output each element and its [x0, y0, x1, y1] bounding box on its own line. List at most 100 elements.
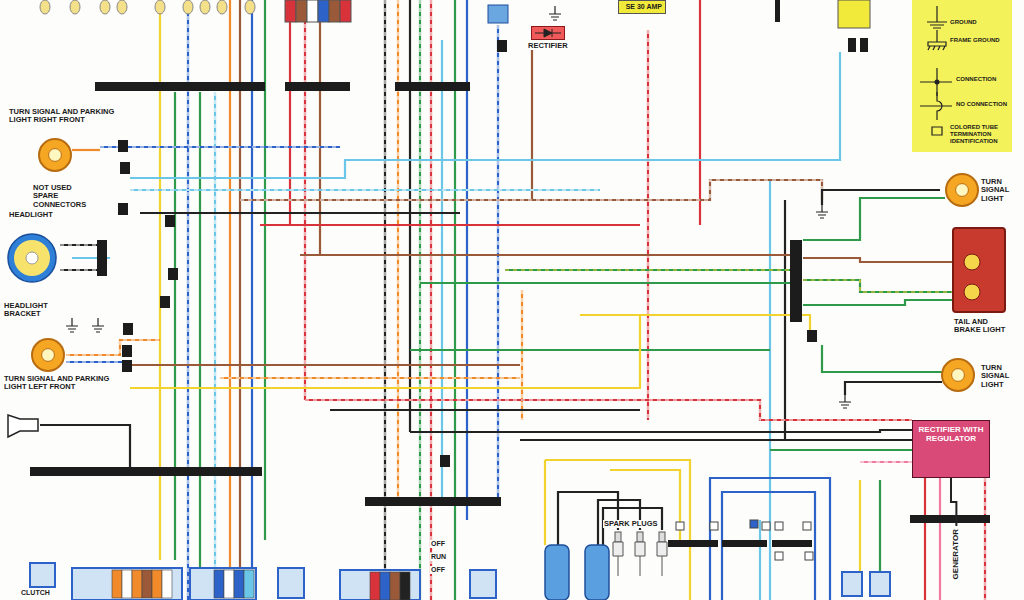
wire: [214, 92, 216, 600]
wire: [66, 361, 130, 363]
connector-cell: [132, 570, 142, 598]
colored-tube: [710, 522, 718, 530]
diode-mark: [535, 29, 561, 37]
wire: [699, 0, 701, 225]
part-label: TURN SIGNAL AND PARKING LIGHT RIGHT FRON…: [8, 108, 120, 125]
headlight-bulb: [26, 252, 38, 264]
wire: [130, 315, 640, 388]
wire-stripe: [984, 478, 985, 600]
wire: [420, 282, 790, 284]
switch-position: OFF: [430, 540, 446, 548]
part-label: HEADLIGHT BRACKET: [3, 302, 61, 319]
turn-signal-lamp: [39, 139, 71, 171]
wire-connector: [122, 345, 132, 357]
indicator-bulb: [183, 0, 193, 14]
connector-cell: [224, 570, 234, 598]
connector-cell: [370, 572, 380, 600]
wire: [710, 478, 830, 600]
connector-bar: [668, 540, 718, 547]
lamp-bulb: [49, 149, 62, 162]
wire: [289, 0, 291, 225]
wire: [305, 400, 912, 420]
connector-cell: [285, 0, 296, 22]
diode-symbol: [531, 26, 565, 40]
wire-stripe: [240, 180, 822, 200]
relay-box: [838, 0, 870, 28]
wire: [860, 461, 912, 463]
wire-connector: [497, 40, 507, 52]
connector-bar: [772, 540, 812, 547]
switch-position: OFF: [430, 566, 446, 574]
connector-bar: [365, 497, 501, 506]
ground-symbol: [92, 318, 104, 332]
indicator-bulb: [117, 0, 127, 14]
switch-connector: [278, 568, 304, 598]
node-text: RECTIFIER: [528, 42, 568, 50]
legend-text: GROUND: [950, 19, 977, 26]
connection-dot: [935, 80, 940, 85]
horn-symbol: [8, 415, 38, 437]
wire: [603, 508, 662, 545]
connector-bar: [910, 515, 990, 523]
turn-signal-lamp: [942, 359, 974, 391]
part-label: TURN SIGNAL LIGHT: [980, 178, 1018, 203]
colored-tube: [676, 522, 684, 530]
wire-connector: [848, 38, 856, 52]
spark-plug: [637, 532, 643, 542]
connector-cell: [296, 0, 307, 22]
wire: [60, 244, 100, 246]
colored-tube: [775, 552, 783, 560]
connector-cell: [112, 570, 122, 598]
spark-plug: [635, 542, 645, 576]
part-label: TURN SIGNAL LIGHT: [980, 364, 1018, 389]
spark-plug: [615, 532, 621, 542]
wire: [803, 198, 945, 240]
wire: [580, 315, 810, 332]
connector-cell: [142, 570, 152, 598]
switch-connector: [842, 572, 862, 596]
wire: [60, 269, 100, 271]
wire-stripe: [214, 92, 215, 600]
switch-connector: [30, 563, 55, 587]
colored-tube: [803, 522, 811, 530]
wire-connector: [118, 203, 128, 215]
indicator-bulb: [70, 0, 80, 14]
wire: [822, 345, 942, 372]
connector-bar: [285, 82, 350, 91]
ignition-coil: [545, 545, 569, 600]
indicator-bulb: [217, 0, 227, 14]
spark-plug: [659, 532, 665, 542]
wire: [174, 92, 176, 560]
connector-cell: [234, 570, 244, 598]
wire: [845, 382, 942, 395]
wire-stripe: [100, 146, 340, 147]
wire: [759, 520, 761, 600]
rectifier-box: RECTIFIER: [528, 26, 568, 50]
regulator-box: RECTIFIER WITH REGULATOR: [912, 420, 990, 478]
connector-bar: [395, 82, 470, 91]
wire: [505, 269, 790, 271]
part-label: TAIL AND BRAKE LIGHT: [953, 318, 1015, 335]
legend-symbol: [932, 127, 942, 135]
switch-position: RUN: [430, 553, 447, 561]
wire-stripe: [803, 280, 955, 292]
wire-stripe: [60, 269, 100, 270]
wire: [240, 180, 822, 200]
wire-connector: [122, 360, 132, 372]
legend-symbol: [927, 6, 947, 28]
wire-stripe: [384, 0, 385, 600]
wire: [319, 0, 321, 255]
headlight-connector: [97, 240, 107, 276]
connector-cell: [152, 570, 162, 598]
switch-connector: [870, 572, 890, 596]
indicator-bulb: [100, 0, 110, 14]
wire: [66, 340, 160, 355]
wire: [130, 52, 840, 178]
colored-tube: [805, 552, 813, 560]
brake-bulb: [964, 284, 980, 300]
wire-connector-line: [951, 478, 956, 526]
legend-symbol: [920, 68, 952, 96]
wire: [466, 0, 468, 520]
